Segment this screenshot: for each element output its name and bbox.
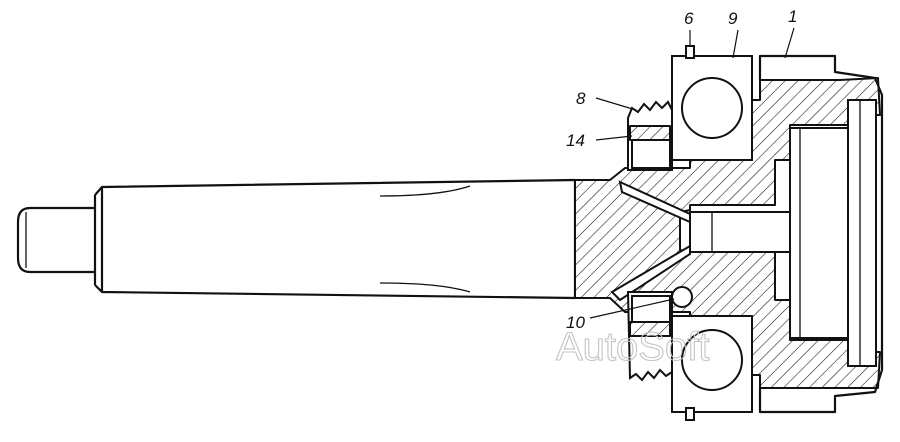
- gear-ring-upper: [627, 100, 673, 171]
- shaft-body: [93, 178, 577, 300]
- callout-8: 8: [576, 89, 586, 108]
- callout-10: 10: [566, 313, 585, 332]
- callout-9: 9: [728, 9, 738, 28]
- ball-10: [671, 286, 693, 308]
- callout-14: 14: [566, 131, 585, 150]
- callout-1: 1: [788, 7, 797, 26]
- bearing-upper: [671, 45, 753, 161]
- shaft-end-stub: [16, 206, 95, 274]
- leader-lines: [589, 27, 795, 319]
- flange-outline: [758, 54, 884, 414]
- callout-6: 6: [684, 9, 694, 28]
- bearing-lower: [671, 315, 753, 421]
- flange-cup: [789, 99, 877, 367]
- watermark: AutoSoft: [556, 325, 709, 369]
